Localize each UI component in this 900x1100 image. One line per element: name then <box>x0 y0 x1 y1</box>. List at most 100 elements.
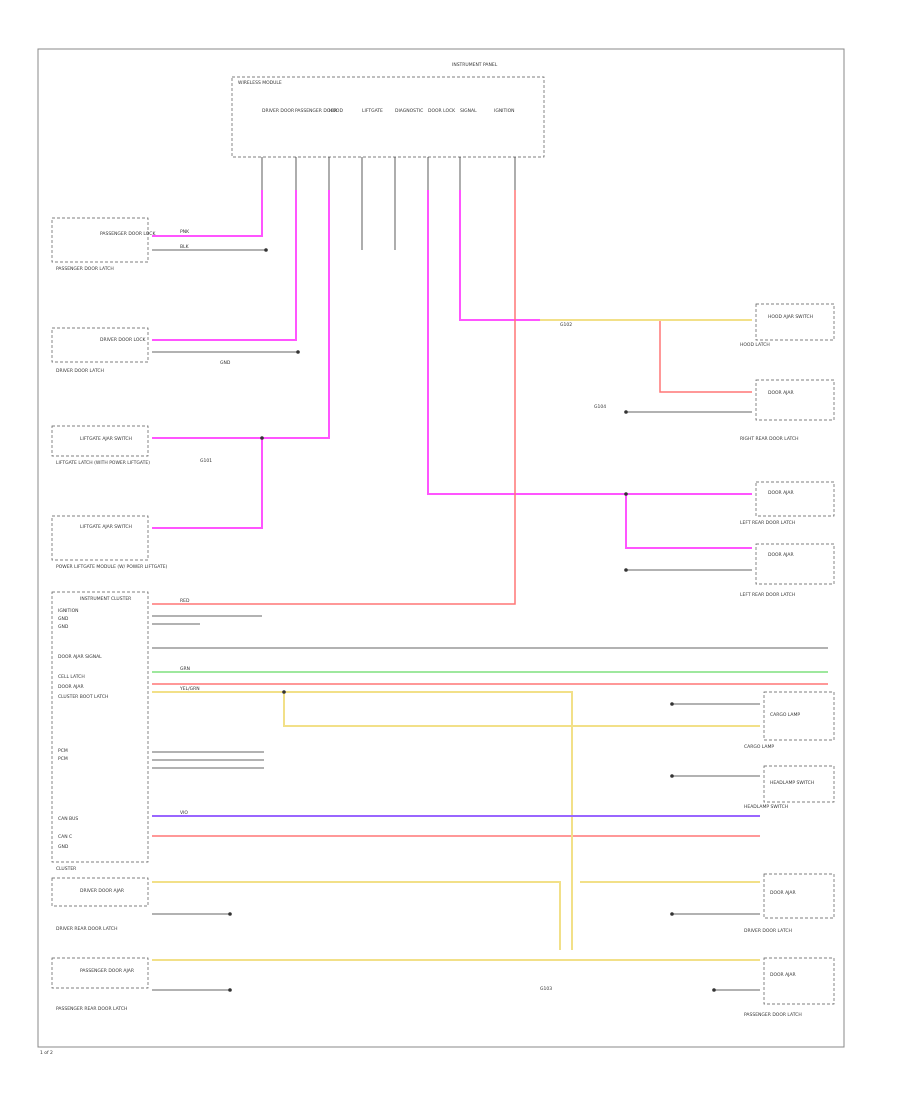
cluster-caption: CLUSTER <box>56 866 76 872</box>
cluster-pin-8: PCM <box>58 756 68 762</box>
passenger-door-latch-caption: PASSENGER DOOR LATCH <box>56 266 114 272</box>
wire-label-red: RED <box>180 598 190 604</box>
cluster-pin-3: DOOR AJAR SIGNAL <box>58 654 102 660</box>
top-module-pin-6: SIGNAL <box>460 108 477 114</box>
right-rear-door-box <box>755 379 835 421</box>
splice-dot <box>282 690 286 694</box>
power-liftgate-box <box>51 515 149 561</box>
cluster-pin-5: DOOR AJAR <box>58 684 84 690</box>
wire-label-purple: VIO <box>180 810 188 816</box>
splice-points <box>228 248 716 992</box>
pink-wire-liftgate-module <box>152 438 263 529</box>
top-module-box <box>231 76 545 158</box>
liftgate-latch-title: LIFTGATE AJAR SWITCH <box>80 436 132 442</box>
right-rear-door-caption: RIGHT REAR DOOR LATCH <box>740 436 799 442</box>
headlamp-switch-box <box>763 765 835 803</box>
passenger-door-lock-box <box>51 217 149 263</box>
pink-wire-hood-right <box>459 190 540 321</box>
top-module-title: WIRELESS MODULE <box>238 80 282 86</box>
pink-wire-left-rear <box>427 190 752 495</box>
pink-wire-driver-lock <box>152 190 297 341</box>
top-module-pin-4: DIAGNOSTIC <box>395 108 423 114</box>
passenger-door-latch-caption-right: PASSENGER DOOR LATCH <box>744 1012 802 1018</box>
left-rear-door-title-2: DOOR AJAR <box>768 552 794 558</box>
wire-labels: PNK BLK RED GRN YEL/GRN VIO GND G101 G10… <box>179 229 606 992</box>
driver-door-lock-title: DRIVER DOOR LOCK <box>100 337 147 343</box>
splice-dot <box>624 492 628 496</box>
top-module-note: INSTRUMENT PANEL <box>452 62 498 68</box>
instrument-cluster-box <box>51 591 149 863</box>
liftgate-latch-caption: LIFTGATE LATCH (WITH POWER LIFTGATE) <box>56 460 150 466</box>
splice-dot <box>228 912 232 916</box>
passenger-door-latch-title: DOOR AJAR <box>770 972 796 978</box>
splice-label-3: G104 <box>594 404 606 410</box>
driver-door-latch-box <box>763 873 835 919</box>
top-module: WIRELESS MODULE INSTRUMENT PANEL DRIVER … <box>231 62 545 158</box>
left-components: PASSENGER DOOR LOCK PASSENGER DOOR LATCH… <box>51 217 168 1012</box>
wires <box>152 157 828 991</box>
driver-rear-door-box <box>51 877 149 907</box>
passenger-rear-door-box <box>51 957 149 989</box>
right-components: HOOD AJAR SWITCH HOOD LATCH DOOR AJAR RI… <box>740 303 835 1018</box>
power-liftgate-caption: POWER LIFTGATE MODULE (W/ POWER LIFTGATE… <box>56 564 168 570</box>
splice-dot <box>624 410 628 414</box>
passenger-door-latch-box <box>763 957 835 1005</box>
top-module-pin-7: IGNITION <box>494 108 515 114</box>
splice-label-2: G103 <box>540 986 552 992</box>
splice-dot <box>712 988 716 992</box>
power-liftgate-title: LIFTGATE AJAR SWITCH <box>80 524 132 530</box>
top-module-pin-5: DOOR LOCK <box>428 108 456 114</box>
cluster-pin-7: PCM <box>58 748 68 754</box>
liftgate-latch-box <box>51 425 149 457</box>
splice-dot <box>296 350 300 354</box>
wire-label-yellow: YEL/GRN <box>179 686 200 692</box>
driver-rear-door-title: DRIVER DOOR AJAR <box>80 888 124 894</box>
passenger-door-lock-title: PASSENGER DOOR LOCK <box>100 231 156 237</box>
ground-label: GND <box>220 360 231 366</box>
splice-dot <box>228 988 232 992</box>
headlamp-switch-caption: HEADLAMP SWITCH <box>744 804 788 810</box>
cluster-pin-1: GND <box>58 616 69 622</box>
splice-dot <box>670 774 674 778</box>
cluster-pin-2: GND <box>58 624 69 630</box>
left-rear-door-box-2 <box>755 543 835 585</box>
splice-label-1: G102 <box>560 322 572 328</box>
cluster-pin-0: IGNITION <box>58 608 79 614</box>
driver-door-latch-caption: DRIVER DOOR LATCH <box>56 368 104 374</box>
splice-dot <box>260 436 264 440</box>
yellow-wire-cargo <box>283 692 760 727</box>
pink-wire-passenger-lock <box>152 190 263 237</box>
wire-label-green: GRN <box>180 666 190 672</box>
driver-rear-door-caption: DRIVER REAR DOOR LATCH <box>56 926 117 932</box>
instrument-cluster-title: INSTRUMENT CLUSTER <box>80 596 131 602</box>
hood-latch-caption: HOOD LATCH <box>740 342 770 348</box>
hood-latch-box <box>755 303 835 341</box>
cluster-pin-9: CAN BUS <box>58 816 78 822</box>
top-module-pin-2: HOOD <box>329 108 343 114</box>
cluster-pin-4: CELL LATCH <box>58 674 85 680</box>
top-module-pin-1: PASSENGER DOOR <box>295 108 337 114</box>
left-rear-door-caption-1: LEFT REAR DOOR LATCH <box>740 520 795 526</box>
splice-dot <box>670 702 674 706</box>
cargo-lamp-box <box>763 691 835 741</box>
driver-door-latch-caption-right: DRIVER DOOR LATCH <box>744 928 792 934</box>
cluster-pin-10: CAN C <box>58 834 72 840</box>
passenger-rear-door-title: PASSENGER DOOR AJAR <box>80 968 134 974</box>
corner-label: 1 of 2 <box>40 1050 53 1056</box>
cluster-pins: IGNITION GND GND DOOR AJAR SIGNAL CELL L… <box>58 608 108 850</box>
top-module-pin-0: DRIVER DOOR <box>262 108 294 114</box>
left-rear-door-box-1 <box>755 481 835 517</box>
cluster-pin-11: GND <box>58 844 69 850</box>
wire-label-black: BLK <box>180 244 190 250</box>
driver-door-lock-box <box>51 327 149 363</box>
splice-dot <box>670 912 674 916</box>
hood-latch-title: HOOD AJAR SWITCH <box>768 314 813 320</box>
splice-dot <box>624 568 628 572</box>
pink-wire-left-rear-2 <box>625 494 752 549</box>
diagram-frame <box>37 48 845 1048</box>
top-module-pin-3: LIFTGATE <box>362 108 383 114</box>
left-rear-door-caption-2: LEFT REAR DOOR LATCH <box>740 592 795 598</box>
wire-label-pink: PNK <box>180 229 190 235</box>
left-rear-door-title-1: DOOR AJAR <box>768 490 794 496</box>
